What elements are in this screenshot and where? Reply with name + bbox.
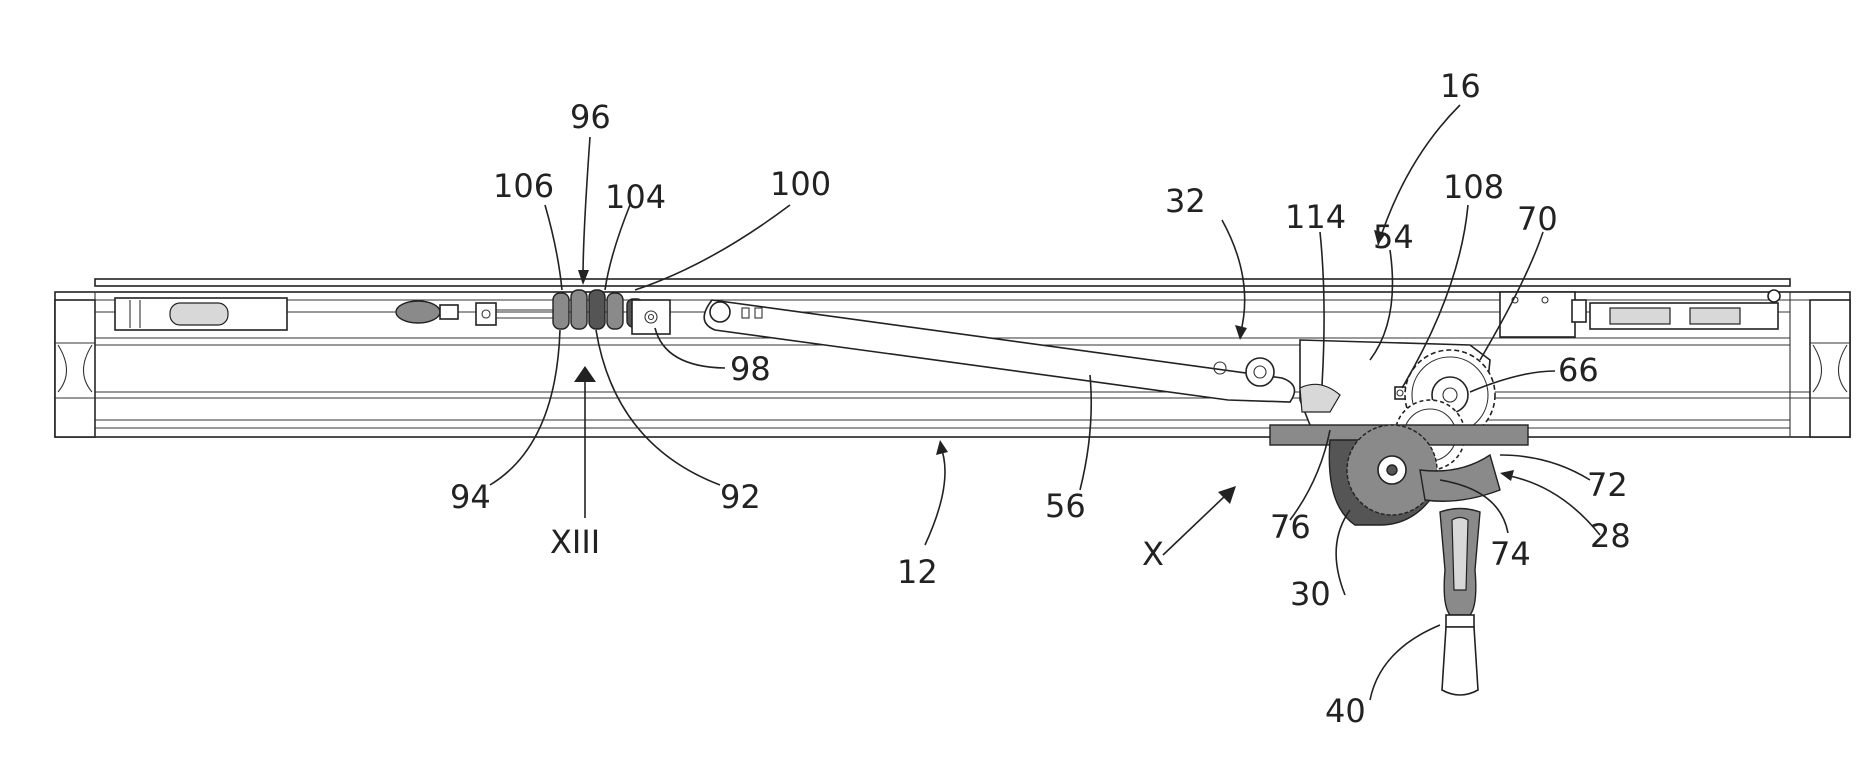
label-54: 54 [1373, 218, 1414, 256]
label-94: 94 [450, 478, 491, 516]
label-74: 74 [1490, 535, 1531, 573]
label-66: 66 [1558, 351, 1599, 389]
label-92: 92 [720, 478, 761, 516]
label-100: 100 [770, 165, 831, 203]
label-72: 72 [1587, 466, 1628, 504]
label-40: 40 [1325, 692, 1366, 730]
label-96: 96 [570, 98, 611, 136]
label-12: 12 [897, 553, 938, 591]
label-104: 104 [605, 178, 666, 216]
label-28: 28 [1590, 517, 1631, 555]
label-32: 32 [1165, 182, 1206, 220]
label-76: 76 [1270, 508, 1311, 546]
crank-handle [1440, 509, 1480, 696]
label-114: 114 [1285, 198, 1346, 236]
label-98: 98 [730, 350, 771, 388]
label-16: 16 [1440, 67, 1481, 105]
label-XIII: XIII [550, 523, 600, 561]
label-56: 56 [1045, 487, 1086, 525]
label-30: 30 [1290, 575, 1331, 613]
label-108: 108 [1443, 168, 1504, 206]
label-106: 106 [493, 167, 554, 205]
label-X: X [1142, 535, 1164, 573]
label-70: 70 [1517, 200, 1558, 238]
